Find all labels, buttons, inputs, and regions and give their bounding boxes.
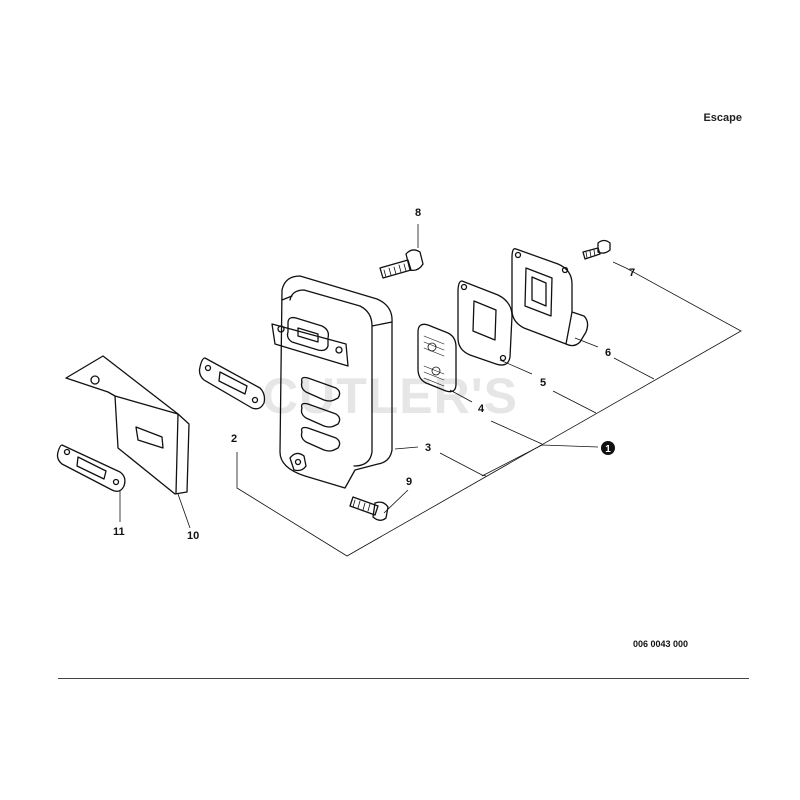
callout-7: 7: [629, 267, 635, 279]
deflector-part: [511, 248, 589, 347]
assembly-marker: 1: [601, 441, 615, 455]
gasket-part: [198, 357, 266, 410]
callout-11: 11: [113, 526, 125, 538]
divider-line: [58, 678, 749, 679]
muffler-part: [271, 275, 393, 489]
bolt-8-part: [379, 249, 424, 279]
plate-gasket-part: [457, 280, 513, 366]
screw-7-part: [582, 239, 611, 260]
watermark: CUTLER'S: [262, 368, 518, 424]
callout-3: 3: [425, 442, 431, 454]
callout-9: 9: [406, 476, 412, 488]
callout-5: 5: [540, 377, 546, 389]
assembly-marker-number: 1: [605, 444, 611, 455]
reference-code: 006 0043 000: [633, 639, 689, 649]
spark-screen-part: [417, 323, 457, 393]
callout-2: 2: [231, 433, 237, 445]
page-title: Escape: [703, 112, 742, 124]
callout-6: 6: [605, 347, 611, 359]
bolt-9-part: [349, 496, 389, 521]
callout-4: 4: [478, 403, 485, 415]
callout-10: 10: [187, 530, 199, 542]
leader-lines: [119, 224, 742, 557]
callout-8: 8: [415, 207, 421, 219]
bracket-part: [65, 355, 190, 495]
small-gasket-part: [56, 444, 126, 492]
